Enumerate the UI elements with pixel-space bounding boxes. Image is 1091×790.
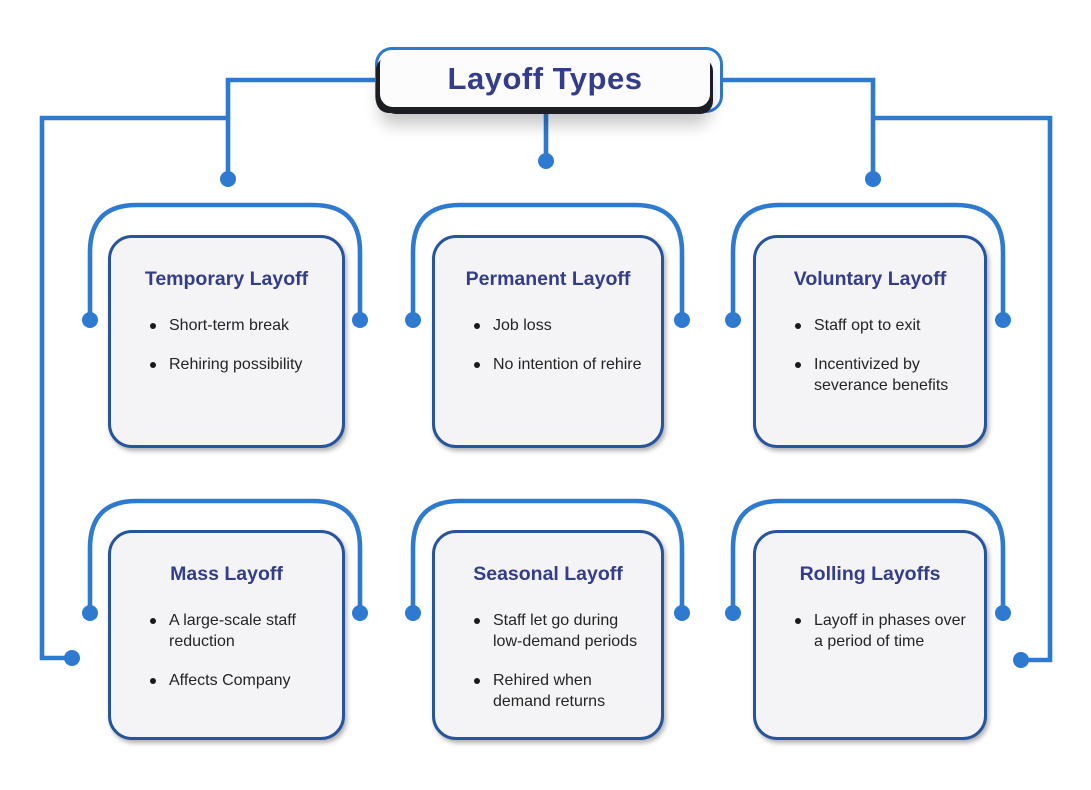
card-title: Seasonal Layoff — [473, 563, 623, 585]
card-seasonal-layoff: Seasonal Layoff Staff let go during low-… — [432, 530, 664, 740]
card-rolling-layoffs: Rolling Layoffs Layoff in phases over a … — [753, 530, 987, 740]
connector-dots — [64, 153, 1029, 668]
bullet-item: Rehiring possibility — [150, 354, 332, 375]
card-title: Voluntary Layoff — [793, 268, 947, 290]
diagram-title: Layoff Types — [447, 61, 643, 96]
card-title: Permanent Layoff — [465, 268, 631, 290]
bracket-rolling — [730, 498, 1006, 611]
title-node: Layoff Types — [375, 47, 723, 113]
card-bullets: Layoff in phases over a period of time — [756, 610, 984, 652]
bullet-item: Layoff in phases over a period of time — [795, 610, 974, 652]
connector-right-outer — [873, 115, 1053, 663]
bullet-item: Job loss — [474, 315, 651, 336]
bullet-item: No intention of rehire — [474, 354, 651, 375]
bullet-item: Incentivized by severance benefits — [795, 354, 974, 396]
bullet-item: Short-term break — [150, 315, 332, 336]
card-permanent-layoff: Permanent Layoff Job loss No intention of… — [432, 235, 664, 448]
connector-left — [225, 77, 377, 176]
connector-left-outer — [39, 115, 228, 661]
bracket-voluntary — [730, 202, 1006, 318]
bullet-item: Rehired when demand returns — [474, 670, 651, 712]
card-mass-layoff: Mass Layoff A large-scale staff reductio… — [108, 530, 345, 740]
bracket-seasonal — [410, 498, 685, 611]
bracket-temporary — [87, 202, 363, 318]
connector-right — [723, 77, 876, 176]
bracket-mass — [87, 498, 363, 611]
card-title: Mass Layoff — [170, 563, 283, 585]
bracket-permanent — [410, 202, 685, 318]
title-card: Layoff Types — [380, 51, 710, 107]
bullet-item: Staff let go during low-demand periods — [474, 610, 651, 652]
bullet-item: A large-scale staff reduction — [150, 610, 332, 652]
card-bullets: Job loss No intention of rehire — [435, 315, 661, 375]
bullet-item: Affects Company — [150, 670, 332, 691]
bullet-item: Staff opt to exit — [795, 315, 974, 336]
card-title: Rolling Layoffs — [799, 563, 941, 585]
card-title: Temporary Layoff — [144, 268, 309, 290]
